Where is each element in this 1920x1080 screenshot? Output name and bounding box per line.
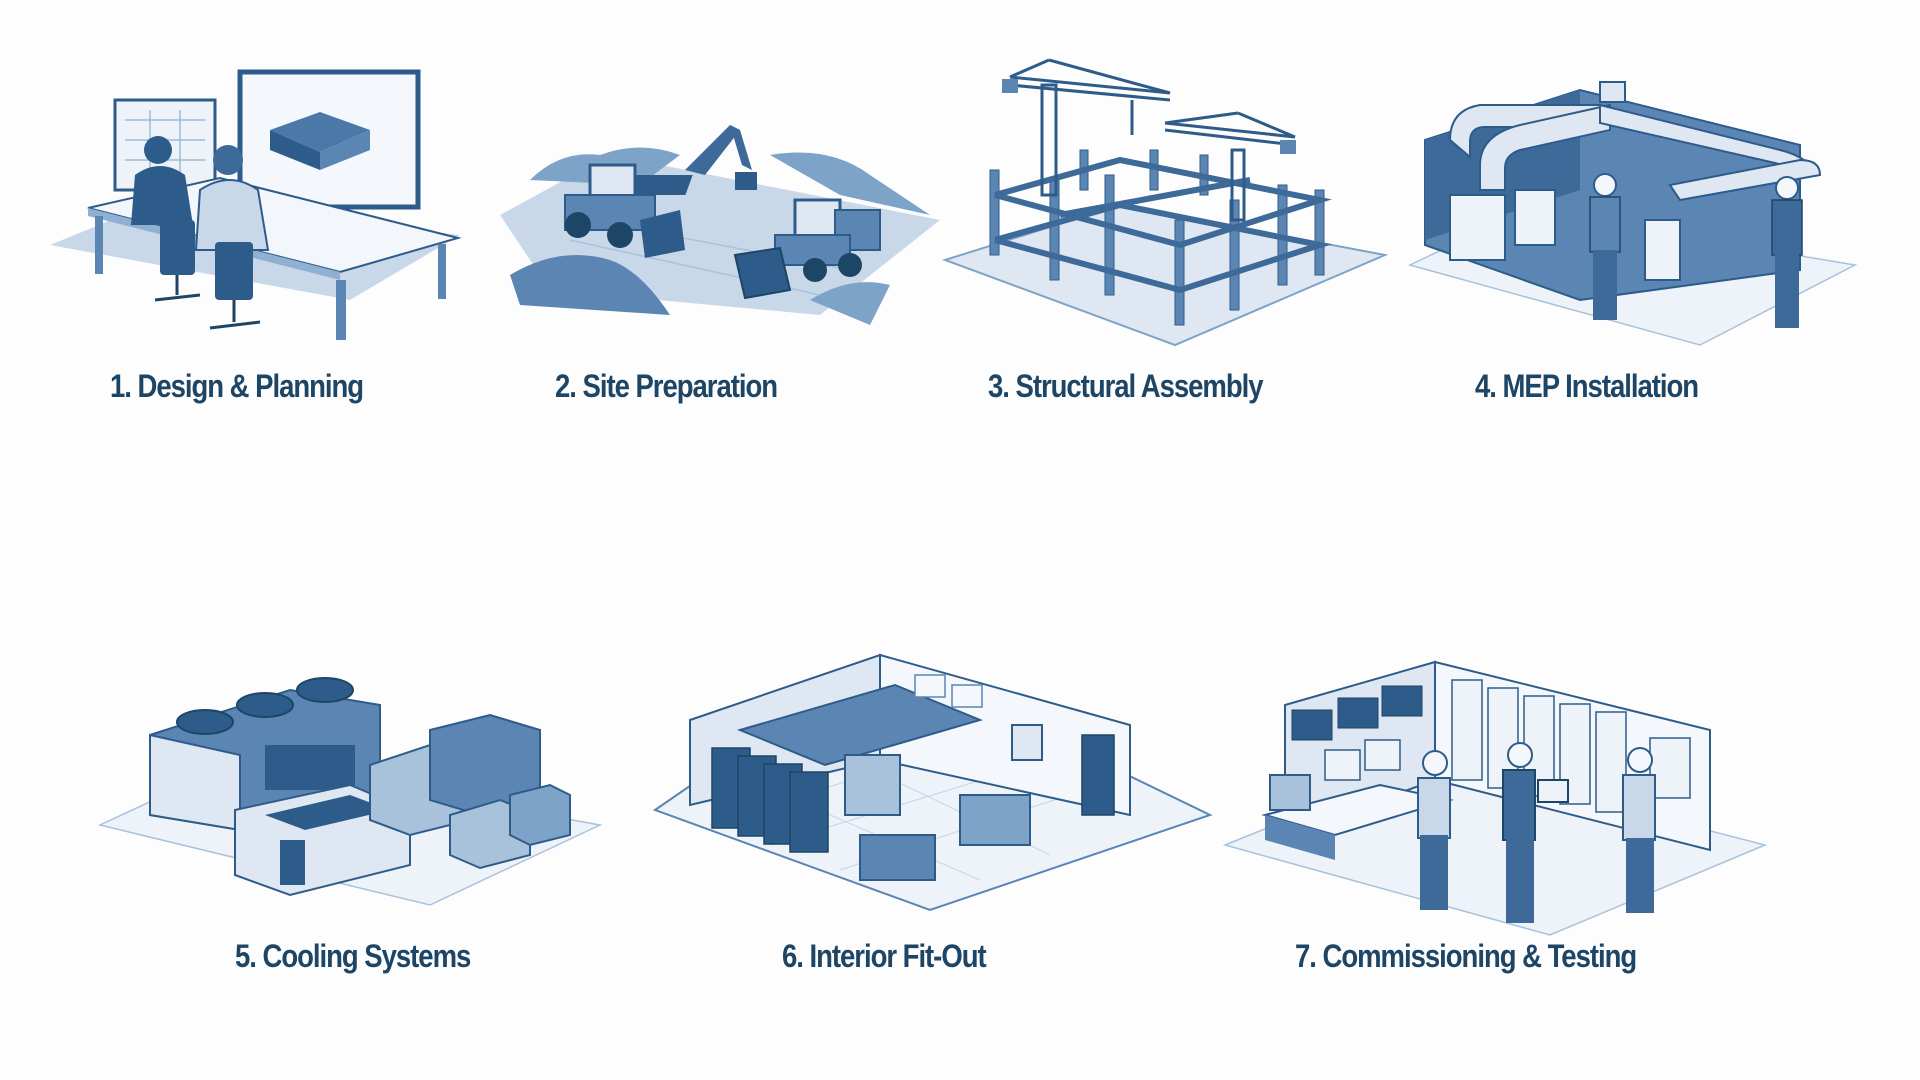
site-preparation-illustration — [500, 125, 940, 325]
step-2 — [490, 100, 950, 340]
step-3 — [940, 55, 1400, 347]
step-6 — [650, 640, 1220, 930]
interior-fit-out-illustration — [652, 653, 1213, 912]
step-5 — [90, 650, 630, 920]
structural-assembly-illustration — [941, 58, 1389, 347]
step-2-label: 2. Site Preparation — [555, 368, 778, 404]
step-4-label: 4. MEP Installation — [1475, 368, 1699, 404]
design-planning-illustration — [50, 69, 462, 340]
commissioning-testing-illustration — [1222, 660, 1768, 936]
mep-installation-illustration — [1407, 81, 1858, 346]
cooling-systems-illustration — [97, 677, 603, 906]
inspector-figures — [1417, 742, 1656, 923]
step-1-label: 1. Design & Planning — [110, 368, 364, 404]
step-7 — [1220, 650, 1780, 950]
step-6-label: 6. Interior Fit-Out — [782, 938, 987, 974]
step-3-label: 3. Structural Assembly — [988, 368, 1264, 404]
step-5-label: 5. Cooling Systems — [235, 938, 471, 974]
step-7-label: 7. Commissioning & Testing — [1295, 938, 1637, 974]
step-1 — [40, 60, 480, 350]
step-4 — [1400, 70, 1870, 350]
